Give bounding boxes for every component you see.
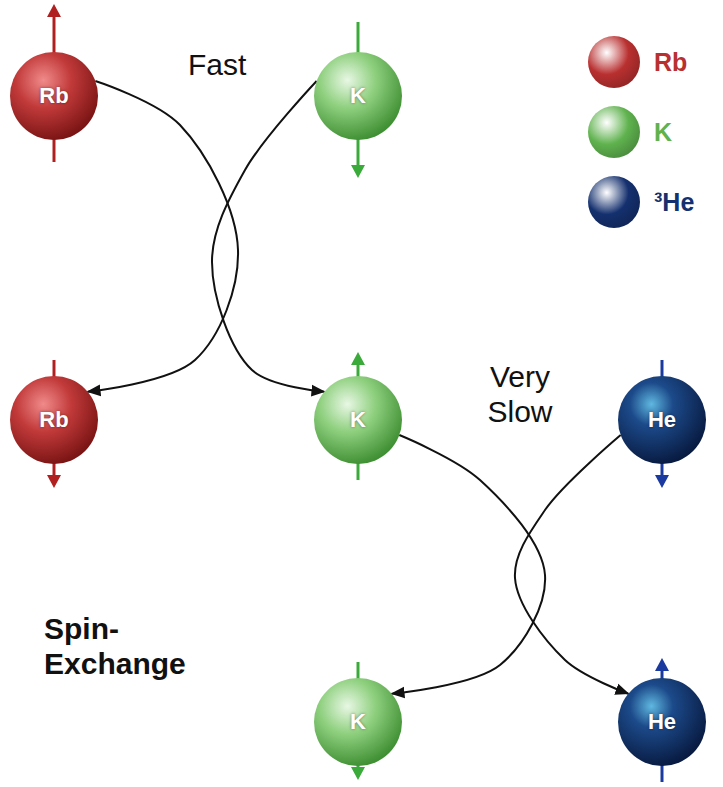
atom-ball: He xyxy=(618,376,706,464)
atom-ball: Rb xyxy=(10,376,98,464)
legend: RbK ³He xyxy=(588,36,694,228)
spin-exchange-arrow xyxy=(392,435,545,694)
legend-swatch xyxy=(588,176,640,228)
atom-symbol: K xyxy=(350,709,366,735)
legend-entry: K xyxy=(588,106,694,158)
legend-swatch xyxy=(588,106,640,158)
ball-circle xyxy=(10,52,98,140)
atom-ball: He xyxy=(618,678,706,766)
legend-swatch xyxy=(588,36,640,88)
legend-entry: ³He xyxy=(588,176,694,228)
spin-exchange-arrow xyxy=(212,81,324,392)
atom-symbol: K xyxy=(350,407,366,433)
ball-circle xyxy=(618,678,706,766)
legend-entry: Rb xyxy=(588,36,694,88)
atom-ball: K xyxy=(314,52,402,140)
legend-label: ³He xyxy=(654,188,694,217)
atom-symbol: K xyxy=(350,83,366,109)
annotation-text: Fast xyxy=(188,48,246,83)
atom-symbol: He xyxy=(648,407,676,433)
legend-label: Rb xyxy=(654,48,687,77)
atom-ball: K xyxy=(314,376,402,464)
annotation-text: Spin- Exchange xyxy=(44,612,219,681)
spin-exchange-arrow xyxy=(515,435,628,694)
atom-ball: Rb xyxy=(10,52,98,140)
ball-circle xyxy=(314,376,402,464)
ball-circle xyxy=(10,376,98,464)
ball-circle xyxy=(618,376,706,464)
legend-label: K xyxy=(654,118,672,147)
ball-circle xyxy=(314,678,402,766)
atom-symbol: Rb xyxy=(39,83,68,109)
ball-circle xyxy=(314,52,402,140)
spin-arrow xyxy=(351,22,365,178)
atom-symbol: Rb xyxy=(39,407,68,433)
annotation-text: Very Slow xyxy=(468,360,572,429)
atom-symbol: He xyxy=(648,709,676,735)
atom-ball: K xyxy=(314,678,402,766)
